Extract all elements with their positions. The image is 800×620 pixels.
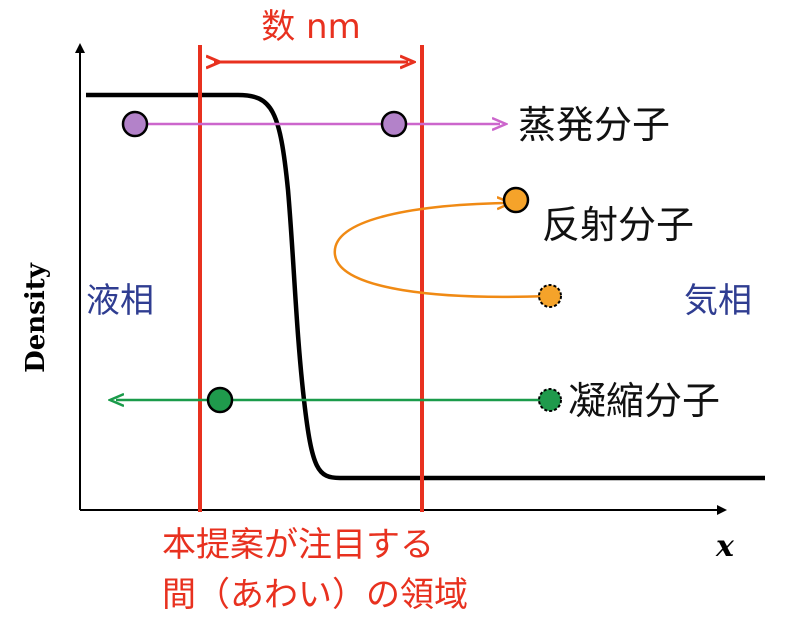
condensation-molecule-right [538,388,562,412]
reflection-label: 反射分子 [542,203,694,247]
region-caption-line2: 間（あわい）の領域 [162,575,468,615]
density-curve [86,92,765,481]
evaporation-molecule-right [380,110,408,138]
reflection-molecule-outgoing [502,186,530,214]
condensation-label: 凝縮分子 [568,379,720,423]
reflection-molecule-incoming [538,284,562,308]
liquid-phase-label: 液相 [86,281,154,321]
reflection-arrow [333,203,548,299]
x-axis-label: x [715,529,735,564]
evaporation-label: 蒸発分子 [518,103,670,147]
evaporation-molecule-left [121,110,149,138]
y-axis-label: Density [21,262,51,373]
condensation-molecule-left [206,386,234,414]
region-caption-line1: 本提案が注目する [162,525,434,565]
gas-phase-label: 気相 [684,281,752,321]
width-label: 数 nm [261,7,360,47]
